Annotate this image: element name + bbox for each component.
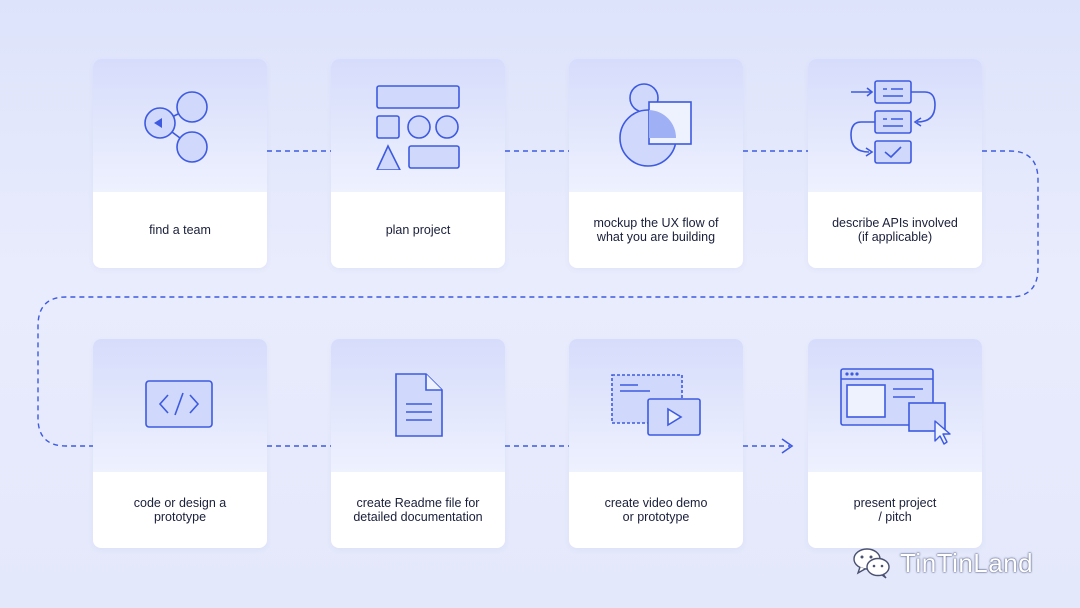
- step-card-plan-project: plan project: [331, 59, 505, 268]
- step-card-readme: create Readme file for detailed document…: [331, 339, 505, 548]
- step-label: find a team: [149, 223, 211, 237]
- step-label: create video demo or prototype: [604, 496, 708, 524]
- step-label: describe APIs involved (if applicable): [832, 216, 958, 244]
- presentation-window-icon: [840, 368, 951, 445]
- api-flow-icon: [850, 80, 936, 164]
- video-play-icon: [611, 374, 701, 436]
- share-network-icon: [144, 91, 208, 163]
- code-brackets-icon: [145, 380, 213, 428]
- step-label: mockup the UX flow of what you are build…: [593, 216, 719, 244]
- step-card-code-prototype: code or design a prototype: [93, 339, 267, 548]
- step-label: code or design a prototype: [133, 496, 227, 524]
- step-card-mockup-ux: mockup the UX flow of what you are build…: [569, 59, 743, 268]
- document-icon: [395, 373, 443, 437]
- watermark-text: TinTinLand: [900, 547, 1034, 578]
- watermark: TinTinLand: [852, 545, 1033, 581]
- arrow-head-icon: [781, 438, 794, 454]
- flowchart-plan-icon: [376, 85, 460, 170]
- step-card-describe-apis: describe APIs involved (if applicable): [808, 59, 982, 268]
- shapes-mockup-icon: [619, 83, 692, 167]
- step-card-find-team: find a team: [93, 59, 267, 268]
- wechat-icon: [853, 548, 890, 579]
- step-label: create Readme file for detailed document…: [353, 496, 483, 524]
- step-label: plan project: [385, 223, 451, 237]
- step-card-video-demo: create video demo or prototype: [569, 339, 743, 548]
- step-card-present-pitch: present project / pitch: [808, 339, 982, 548]
- connector-4-5: [37, 150, 1039, 447]
- step-label: present project / pitch: [853, 496, 937, 524]
